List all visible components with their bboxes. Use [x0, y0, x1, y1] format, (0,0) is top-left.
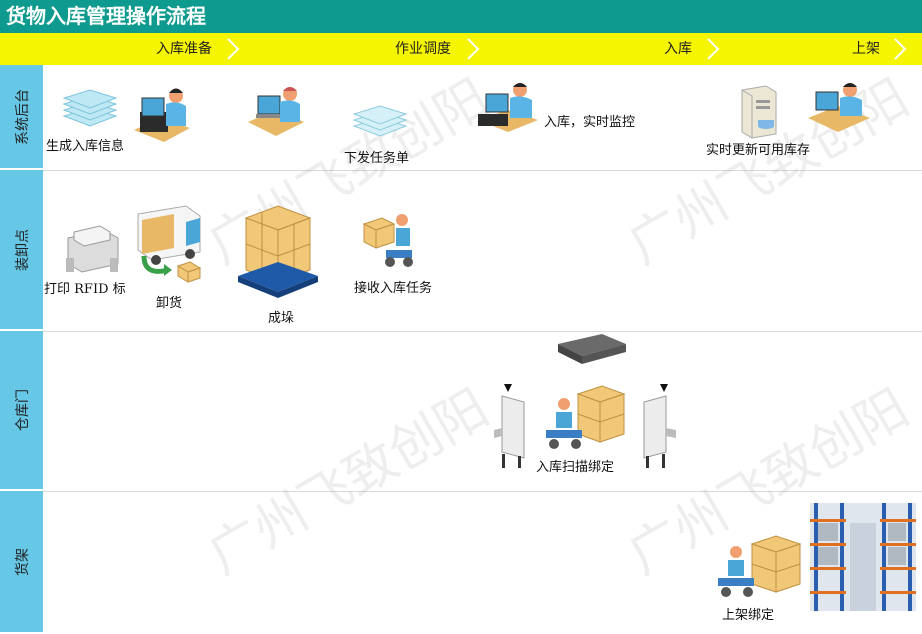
- operator-monitoring-icon: [478, 83, 538, 132]
- printer-icon: [66, 225, 119, 273]
- chevron-right-icon: [894, 38, 907, 60]
- watermark: 广州飞致创阳: [198, 378, 499, 587]
- server-database-icon: [741, 85, 777, 139]
- forklift-with-boxes-icon: [718, 535, 802, 597]
- lane-shelf: 货架: [0, 491, 43, 634]
- lane-divider: [43, 331, 922, 332]
- phase-dispatch: 作业调度: [395, 41, 451, 57]
- chevron-right-icon: [707, 38, 720, 60]
- phase-shelving: 上架: [852, 41, 880, 57]
- step-stack: 成垛: [268, 311, 295, 326]
- step-scan-bind: 入库扫描绑定: [536, 460, 615, 475]
- rfid-reader-icon: [558, 334, 626, 364]
- lane-divider: [43, 491, 922, 492]
- step-shelf-bind: 上架绑定: [722, 608, 775, 623]
- chevron-right-icon: [227, 38, 240, 60]
- lane-loading-dock: 装卸点: [0, 170, 43, 331]
- palletized-boxes-icon: [238, 205, 318, 298]
- step-unload: 卸货: [156, 296, 183, 311]
- step-update-stock: 实时更新可用库存: [706, 143, 811, 158]
- operator-at-computer-icon: [134, 88, 190, 142]
- step-dispatch-task: 下发任务单: [344, 151, 410, 166]
- operator-at-computer-icon: [808, 83, 870, 132]
- phase-prepare: 入库准备: [156, 41, 212, 57]
- swimlanes: 系统后台 装卸点 仓库门 货架: [0, 65, 43, 634]
- lane-warehouse-door: 仓库门: [0, 331, 43, 491]
- rfid-antenna-gate-icon: [643, 384, 676, 468]
- phase-bar: 入库准备 作业调度 入库 上架: [0, 33, 922, 65]
- step-receive-task: 接收入库任务: [354, 281, 433, 296]
- lane-divider: [43, 170, 922, 171]
- phase-inbound: 入库: [664, 41, 692, 57]
- step-generate-info: 生成入库信息: [46, 139, 125, 154]
- forklift-with-boxes-icon: [546, 385, 626, 449]
- document-stack-icon: [62, 89, 118, 127]
- warehouse-racking-photo: [810, 503, 916, 611]
- step-monitor: 入库，实时监控: [544, 115, 636, 130]
- step-print-rfid: 打印 RFID 标: [44, 282, 126, 297]
- truck-unloading-icon: [137, 205, 202, 283]
- document-stack-icon: [352, 105, 408, 137]
- forklift-worker-icon: [362, 214, 413, 267]
- page-title: 货物入库管理操作流程: [0, 0, 922, 33]
- lane-system: 系统后台: [0, 65, 43, 170]
- operator-at-computer-icon: [248, 87, 304, 136]
- rfid-antenna-gate-icon: [494, 384, 525, 468]
- chevron-right-icon: [467, 38, 480, 60]
